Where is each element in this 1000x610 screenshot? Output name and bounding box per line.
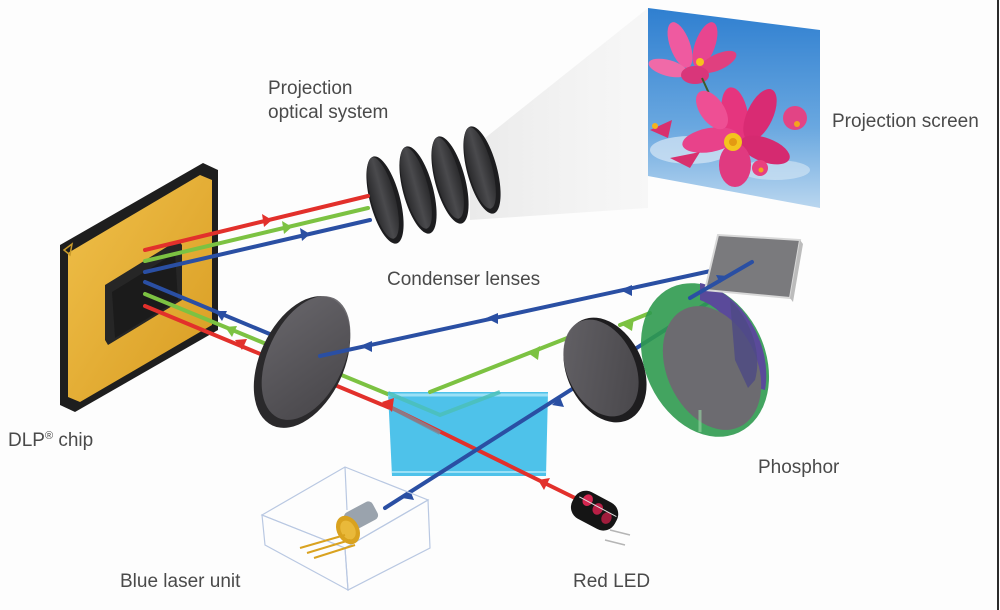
label-phosphor: Phosphor (758, 457, 840, 478)
arrow-icon (622, 318, 634, 331)
beams-out (143, 194, 372, 274)
red-led (570, 490, 631, 546)
arrow-icon (528, 346, 540, 360)
projection-lens (431, 136, 469, 224)
label-blue-laser-unit: Blue laser unit (120, 571, 241, 592)
blue-beam-mirror-return (318, 260, 754, 358)
label-projection-optics-line1: Projection (268, 78, 353, 99)
projection-lens (399, 146, 437, 234)
label-condenser-lenses: Condenser lenses (387, 269, 541, 290)
green-beam-phosphor (428, 331, 582, 394)
arrow-icon (282, 221, 292, 234)
green-beam-out (143, 206, 370, 263)
arrow-icon (262, 214, 272, 227)
arrow-icon (235, 339, 247, 350)
right-border (997, 0, 999, 610)
red-beam-out (143, 194, 370, 252)
projection-lens (366, 156, 404, 244)
arrow-icon (538, 478, 550, 490)
green-beam-phosphor-out (618, 311, 652, 327)
phosphor-wheel (640, 283, 770, 437)
arrow-icon (486, 313, 498, 324)
label-projection-optics-line2: optical system (268, 102, 389, 123)
arrow-icon (360, 341, 372, 352)
condenser-lens-right (563, 317, 647, 423)
arrow-icon (215, 311, 227, 321)
dichroic-prism (387, 390, 548, 476)
label-dlp-chip: DLP® chip (8, 424, 93, 453)
blue-laser-unit (260, 466, 431, 592)
flower-main (682, 87, 790, 187)
projection-light-cone (470, 8, 648, 220)
projection-screen (648, 8, 820, 208)
label-projection-optics: Projection optical system (268, 77, 388, 125)
arrow-icon (552, 397, 564, 407)
condenser-lens-left (253, 296, 351, 428)
arrow-icon (382, 398, 394, 412)
chip-text: chip (53, 430, 94, 451)
projection-lens (463, 126, 501, 214)
arrow-icon (225, 326, 237, 337)
blue-beam-out (143, 218, 372, 274)
registered-mark: ® (44, 430, 54, 442)
reflector-mirror (703, 233, 803, 302)
projection-optical-system (366, 126, 501, 244)
label-red-led: Red LED (573, 571, 651, 592)
arrow-icon (716, 275, 728, 283)
flower-top (648, 22, 737, 101)
arrow-icon (620, 285, 632, 296)
chip-corner-mark (62, 242, 74, 257)
label-projection-screen: Projection screen (832, 111, 979, 132)
dlp-text: DLP (8, 430, 45, 451)
arrow-icon (300, 228, 310, 241)
arrow-icon (402, 490, 414, 500)
flower-small (650, 106, 807, 176)
dlp-chip (60, 163, 218, 412)
laser-diode (299, 501, 379, 559)
